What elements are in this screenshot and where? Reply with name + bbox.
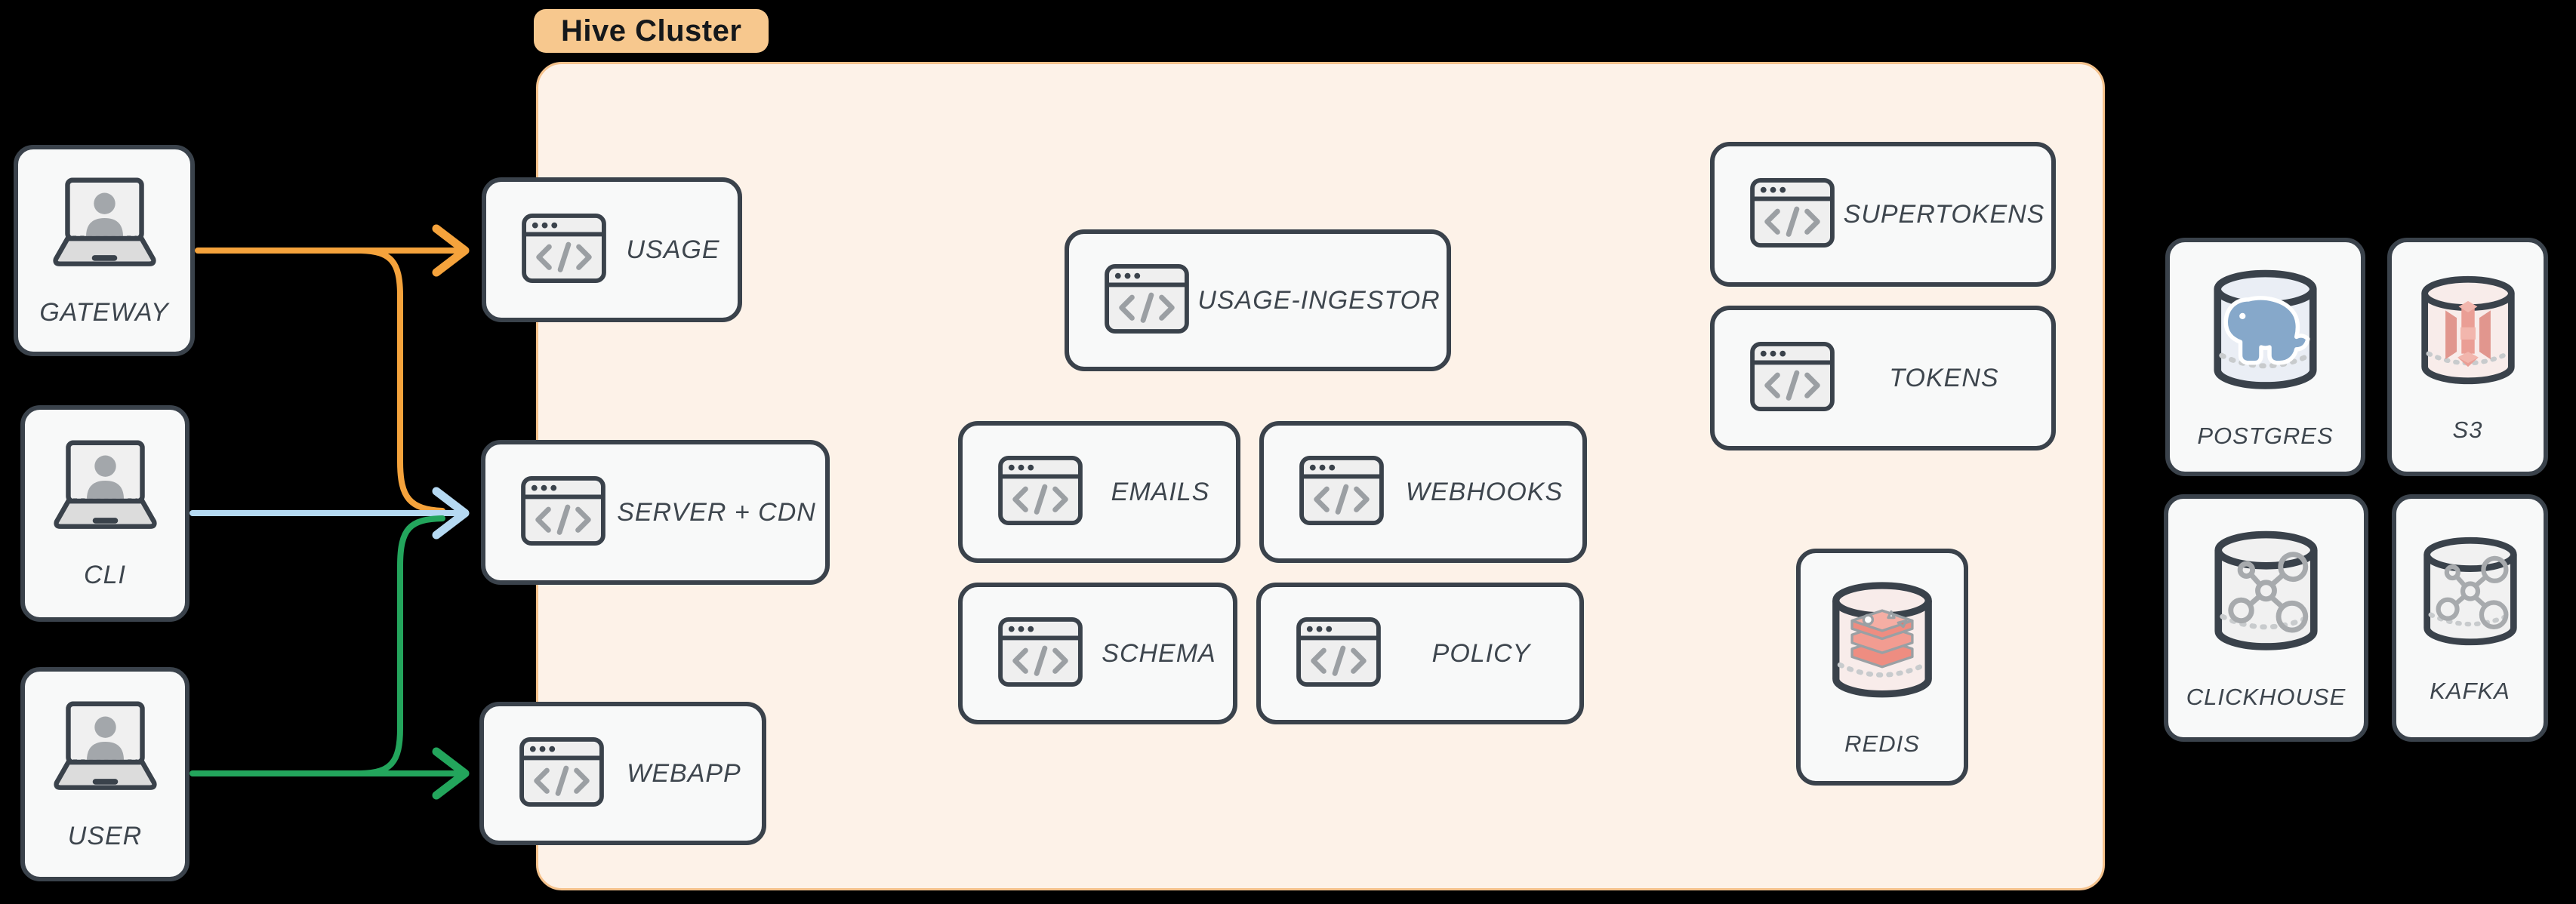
node-label: GATEWAY bbox=[39, 297, 169, 327]
node-label: USER bbox=[67, 821, 143, 850]
code-window-icon bbox=[519, 211, 609, 289]
node-label: EMAILS bbox=[1111, 477, 1210, 506]
node-label: REDIS bbox=[1844, 730, 1920, 757]
node-redis: REDIS bbox=[1796, 549, 1968, 786]
code-window-icon bbox=[1102, 262, 1191, 340]
node-policy: POLICY bbox=[1256, 583, 1584, 724]
node-label: WEBAPP bbox=[627, 758, 741, 788]
arrowhead-user-webapp bbox=[432, 747, 470, 800]
code-window-icon bbox=[517, 735, 606, 813]
molecule-database-icon bbox=[2414, 532, 2527, 658]
node-label: CLICKHOUSE bbox=[2186, 684, 2346, 710]
node-label: SERVER + CDN bbox=[617, 497, 816, 527]
node-label: CLI bbox=[84, 561, 126, 589]
code-window-icon bbox=[1748, 176, 1837, 254]
laptop-user-icon bbox=[46, 174, 163, 275]
node-label: KAFKA bbox=[2430, 677, 2510, 704]
code-window-icon bbox=[1294, 615, 1383, 693]
node-usage-ingestor: USAGE-INGESTOR bbox=[1065, 229, 1451, 371]
s3-database-icon bbox=[2411, 271, 2525, 397]
redis-database-icon bbox=[1822, 577, 1943, 711]
node-kafka: KAFKA bbox=[2392, 494, 2548, 742]
node-webapp: WEBAPP bbox=[479, 702, 766, 845]
node-label: USAGE bbox=[626, 235, 720, 264]
node-label: SUPERTOKENS bbox=[1843, 199, 2045, 229]
code-window-icon bbox=[1748, 340, 1837, 417]
node-user: USER bbox=[20, 667, 190, 881]
arrowhead-cli-server-cdn bbox=[432, 487, 470, 540]
node-schema: SCHEMA bbox=[958, 583, 1237, 724]
code-window-icon bbox=[996, 454, 1085, 531]
node-postgres: POSTGRES bbox=[2165, 238, 2365, 476]
node-label: POLICY bbox=[1431, 638, 1531, 668]
edge-user-server-cdn bbox=[358, 515, 445, 776]
node-label: USAGE-INGESTOR bbox=[1197, 285, 1441, 315]
node-label: WEBHOOKS bbox=[1405, 477, 1564, 506]
node-usage: USAGE bbox=[482, 177, 742, 322]
laptop-user-icon bbox=[47, 437, 164, 538]
node-label: S3 bbox=[2452, 416, 2483, 443]
code-window-icon bbox=[1297, 454, 1386, 531]
node-label: TOKENS bbox=[1889, 363, 1999, 392]
postgres-database-icon bbox=[2203, 264, 2328, 403]
node-label: SCHEMA bbox=[1102, 638, 1216, 668]
hive-cluster-label: Hive Cluster bbox=[534, 9, 769, 53]
code-window-icon bbox=[996, 615, 1085, 693]
node-supertokens: SUPERTOKENS bbox=[1710, 142, 2056, 287]
node-server-cdn: SERVER + CDN bbox=[481, 440, 830, 585]
node-emails: EMAILS bbox=[958, 421, 1240, 563]
node-gateway: GATEWAY bbox=[14, 145, 195, 356]
node-tokens: TOKENS bbox=[1710, 306, 2056, 450]
molecule-database-icon bbox=[2204, 525, 2328, 664]
node-label: POSTGRES bbox=[2197, 423, 2334, 449]
node-clickhouse: CLICKHOUSE bbox=[2164, 494, 2368, 742]
node-cli: CLI bbox=[20, 405, 190, 622]
edge-gateway-server-cdn bbox=[358, 248, 445, 514]
laptop-user-icon bbox=[47, 698, 164, 799]
node-webhooks: WEBHOOKS bbox=[1259, 421, 1587, 563]
node-s3: S3 bbox=[2387, 238, 2548, 476]
arrowhead-gateway-usage bbox=[432, 224, 470, 277]
code-window-icon bbox=[519, 474, 608, 552]
